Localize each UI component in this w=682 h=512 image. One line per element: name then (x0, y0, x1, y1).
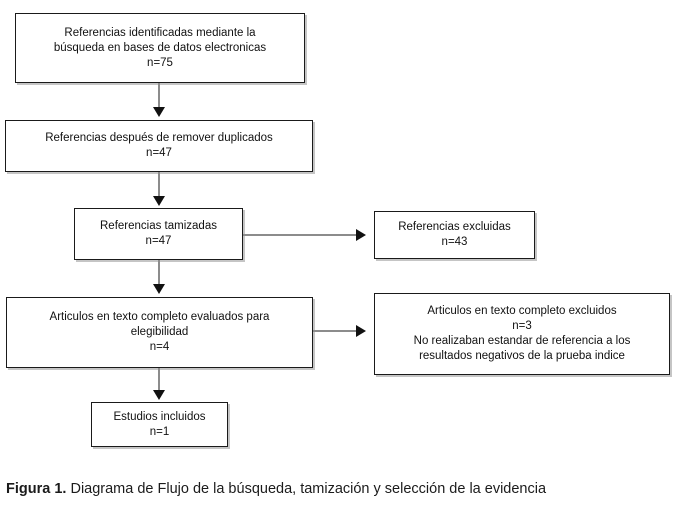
figure-caption-label: Figura 1. (6, 481, 67, 497)
box-count: n=3 (512, 320, 532, 332)
box-line: Articulos en texto completo excluidos (427, 305, 617, 317)
connector-duplicados-to-tamizadas (158, 172, 160, 198)
figure-caption: Figura 1. Diagrama de Flujo de la búsque… (6, 480, 678, 499)
connector-tamizadas-to-excluidas (243, 234, 356, 236)
box-count: n=4 (149, 341, 170, 353)
box-count: n=43 (441, 236, 468, 248)
box-count: n=47 (145, 235, 172, 247)
box-line: Referencias después de remover duplicado… (45, 132, 273, 144)
connector-elegibilidad-to-incluidos (158, 368, 160, 392)
box-line: Estudios incluidos (113, 410, 206, 423)
box-line: Referencias tamizadas (100, 220, 217, 232)
box-estudios-incluidos: Estudios incluidos n=1 (91, 402, 228, 447)
box-line: Articulos en texto completo evaluados pa… (49, 311, 270, 323)
box-referencias-tamizadas: Referencias tamizadas n=47 (74, 208, 243, 260)
arrowhead-right (356, 325, 366, 337)
box-count: n=47 (146, 147, 172, 159)
box-referencias-excluidas: Referencias excluidas n=43 (374, 211, 535, 259)
figure-caption-text: Diagrama de Flujo de la búsqueda, tamiza… (66, 481, 547, 497)
box-line: resultados negativos de la prueba indice (419, 350, 625, 362)
connector-elegibilidad-to-excluidos (313, 330, 356, 332)
box-line: No realizaban estandar de referencia a l… (413, 335, 631, 347)
box-articulos-elegibilidad: Articulos en texto completo evaluados pa… (6, 297, 313, 368)
arrowhead-down (153, 107, 165, 117)
box-count: n=75 (147, 56, 173, 69)
arrowhead-right (356, 229, 366, 241)
box-referencias-identificadas: Referencias identificadas mediante la bú… (15, 13, 305, 83)
box-line: búsqueda en bases de datos electronicas (53, 41, 267, 54)
connector-tamizadas-to-elegibilidad (158, 260, 160, 286)
connector-identificadas-to-duplicados (158, 83, 160, 109)
arrowhead-down (153, 390, 165, 400)
box-referencias-duplicados: Referencias después de remover duplicado… (5, 120, 313, 172)
arrowhead-down (153, 196, 165, 206)
box-articulos-excluidos: Articulos en texto completo excluidos n=… (374, 293, 670, 375)
box-line: elegibilidad (130, 326, 189, 338)
box-count: n=1 (149, 425, 170, 438)
arrowhead-down (153, 284, 165, 294)
box-line: Referencias identificadas mediante la (64, 26, 256, 39)
box-line: Referencias excluidas (398, 221, 511, 233)
